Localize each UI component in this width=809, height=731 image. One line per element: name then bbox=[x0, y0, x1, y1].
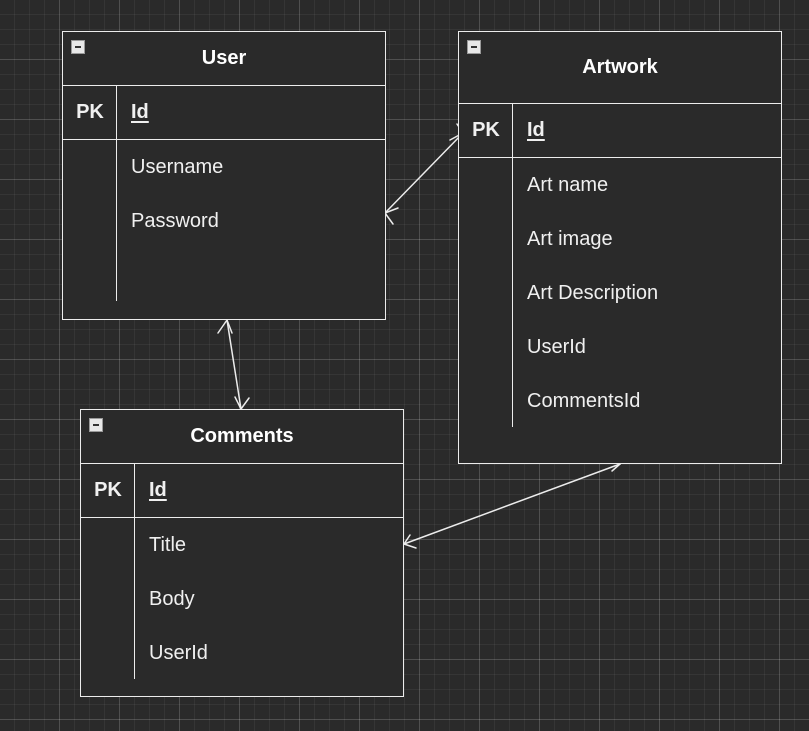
field-row[interactable]: UserId bbox=[149, 641, 208, 664]
column-divider bbox=[134, 464, 135, 679]
entity-title: Comments bbox=[190, 425, 294, 447]
collapse-icon[interactable] bbox=[71, 40, 85, 54]
entity-user[interactable]: User PK Id Username Password bbox=[62, 31, 386, 320]
pk-label: PK bbox=[472, 119, 500, 141]
field-row[interactable]: CommentsId bbox=[527, 389, 641, 412]
field-row[interactable]: Username bbox=[131, 155, 224, 178]
entity-title: User bbox=[201, 47, 247, 69]
column-divider bbox=[116, 86, 117, 301]
column-divider bbox=[512, 104, 513, 427]
field-row[interactable]: UserId bbox=[527, 335, 586, 358]
field-row[interactable]: Title bbox=[149, 533, 187, 556]
field-row[interactable]: Password bbox=[131, 209, 219, 232]
relationship-comments-artwork[interactable] bbox=[403, 459, 621, 549]
pk-field[interactable]: Id bbox=[527, 119, 545, 141]
entity-artwork[interactable]: Artwork PK Id Art name Art image Art Des… bbox=[458, 31, 782, 464]
entity-header: Artwork bbox=[459, 32, 781, 104]
collapse-icon[interactable] bbox=[89, 418, 103, 432]
pk-field[interactable]: Id bbox=[149, 479, 167, 501]
field-row[interactable]: Art Description bbox=[527, 281, 659, 304]
primary-key-row: PK Id bbox=[81, 464, 403, 518]
pk-label: PK bbox=[76, 101, 104, 123]
relationship-user-artwork[interactable] bbox=[384, 123, 464, 225]
entity-title: Artwork bbox=[582, 56, 658, 78]
field-row[interactable]: Art name bbox=[527, 173, 609, 196]
entity-header: User bbox=[63, 32, 385, 86]
primary-key-row: PK Id bbox=[63, 86, 385, 140]
relationship-user-comments[interactable] bbox=[217, 319, 250, 410]
pk-label: PK bbox=[94, 479, 122, 501]
collapse-icon[interactable] bbox=[467, 40, 481, 54]
field-row[interactable]: Art image bbox=[527, 227, 613, 250]
entity-header: Comments bbox=[81, 410, 403, 464]
field-row[interactable]: Body bbox=[149, 587, 195, 610]
pk-field[interactable]: Id bbox=[131, 101, 149, 123]
entity-comments[interactable]: Comments PK Id Title Body UserId bbox=[80, 409, 404, 697]
primary-key-row: PK Id bbox=[459, 104, 781, 158]
